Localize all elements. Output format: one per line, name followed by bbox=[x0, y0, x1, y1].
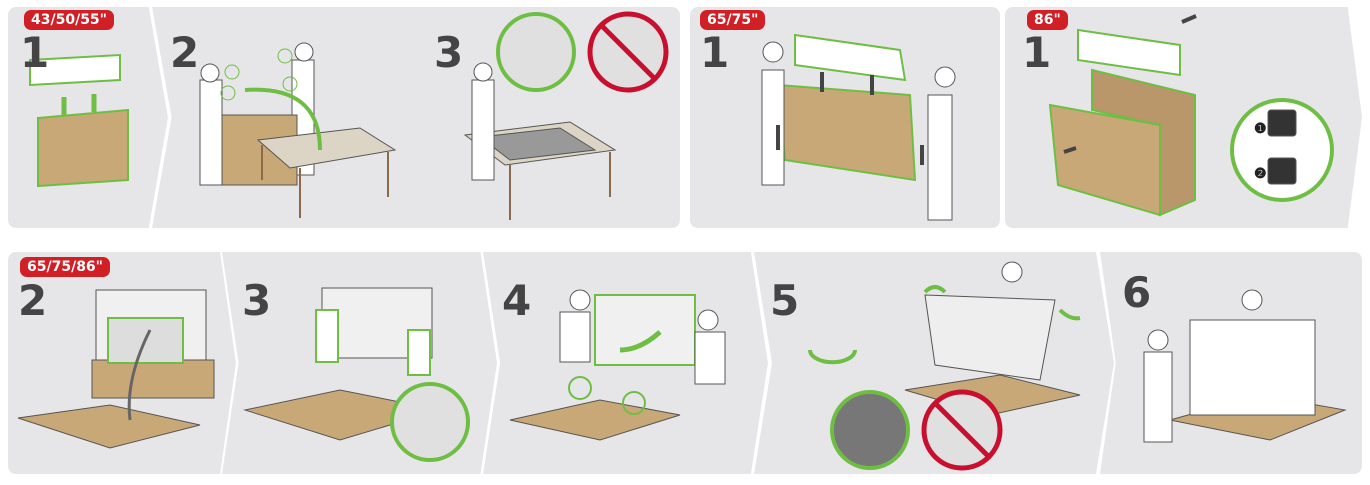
substep-1-label: ❶ bbox=[1254, 120, 1267, 136]
rotate-arrow-icon bbox=[808, 349, 857, 365]
step-number: 5 bbox=[770, 276, 800, 325]
step-number: 3 bbox=[434, 28, 464, 77]
remove-bag-illustration bbox=[808, 261, 1081, 471]
size-badge-43-50-55: 43/50/55" bbox=[24, 10, 114, 30]
open-box-illustration bbox=[1048, 14, 1334, 217]
lift-tv-illustration bbox=[509, 289, 726, 441]
step-number: 2 bbox=[18, 276, 48, 325]
size-badge-65-75-86: 65/75/86" bbox=[20, 257, 110, 277]
step-number: 1 bbox=[20, 28, 50, 77]
size-badge-86: 86" bbox=[1027, 10, 1068, 30]
step-number: 1 bbox=[700, 28, 730, 77]
table-tv-illustration bbox=[463, 11, 669, 220]
step-number: 2 bbox=[170, 28, 200, 77]
tv-on-foam-illustration bbox=[17, 289, 215, 449]
tv-standing-illustration bbox=[1143, 289, 1347, 443]
step-number: 3 bbox=[242, 276, 272, 325]
people-table-illustration bbox=[199, 42, 397, 218]
two-people-box-illustration bbox=[761, 33, 956, 221]
step-number: 6 bbox=[1122, 268, 1152, 317]
size-badge-65-75: 65/75" bbox=[700, 10, 766, 30]
step-number: 1 bbox=[1022, 28, 1052, 77]
substep-2-label: ❷ bbox=[1254, 165, 1267, 181]
step-number: 4 bbox=[502, 276, 532, 325]
remove-foam-illustration bbox=[243, 287, 470, 462]
box-illustration bbox=[29, 53, 129, 188]
